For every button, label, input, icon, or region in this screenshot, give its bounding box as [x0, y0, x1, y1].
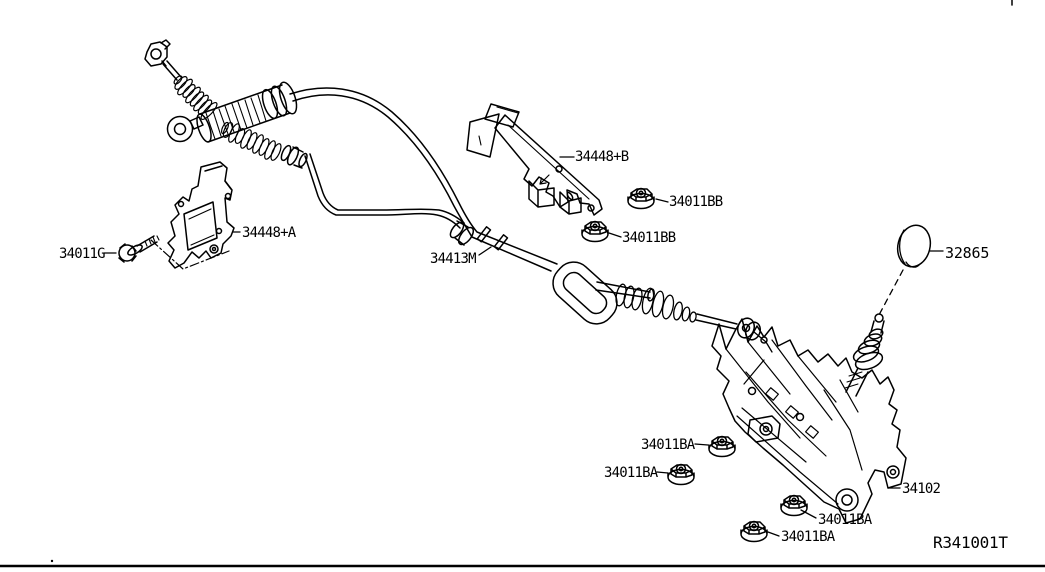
- cable-boot-lower: [220, 121, 282, 161]
- diagram-reference-code: R341001T: [933, 533, 1008, 552]
- part-label-34011bb-lower: 34011BB: [622, 230, 676, 246]
- cable-34413m-drawing: [289, 87, 558, 272]
- part-label-34011ba-upper-left: 34011BA: [641, 437, 696, 453]
- part-label-34448a: 34448+A: [242, 225, 297, 241]
- stray-dot: [50, 559, 54, 563]
- shifter-base-34102-drawing: [711, 313, 907, 524]
- shift-knob-drawing: [878, 224, 932, 316]
- cable-eyelet-left: [166, 115, 204, 143]
- cable-conduit-sleeve: [196, 81, 298, 143]
- part-label-34413m: 34413M: [430, 251, 476, 267]
- part-label-34011ba-lower-right: 34011BA: [818, 512, 873, 528]
- part-label-34448b: 34448+B: [575, 149, 629, 165]
- nut-34011ba-mid-left: [667, 463, 695, 486]
- part-label-34011ba-bottom: 34011BA: [781, 529, 836, 545]
- nut-34011ba-upper-left: [708, 435, 736, 458]
- knob-stem-dashed-line: [878, 269, 904, 316]
- part-label-34011ba-mid-left: 34011BA: [604, 465, 659, 481]
- part-label-34011g: 34011G: [59, 246, 105, 262]
- part-label-32865: 32865: [945, 244, 989, 262]
- shift-cable-end-upper-left: [144, 39, 308, 169]
- nut-34011bb-upper: [627, 187, 655, 210]
- bracket-34448a-drawing: [150, 161, 235, 270]
- cable-boot-upper: [173, 75, 218, 120]
- bracket-34448b-drawing: [466, 103, 603, 216]
- nut-34011bb-lower: [581, 220, 609, 243]
- leader-lines: [103, 156, 944, 537]
- cable-loop-and-adjuster: [552, 261, 762, 341]
- part-label-34011bb-upper: 34011BB: [669, 194, 723, 210]
- nut-34011ba-lower-right: [780, 494, 808, 517]
- bolt-34011g-drawing: [118, 235, 160, 263]
- nut-34011ba-bottom: [740, 520, 768, 543]
- part-label-34102: 34102: [902, 481, 941, 497]
